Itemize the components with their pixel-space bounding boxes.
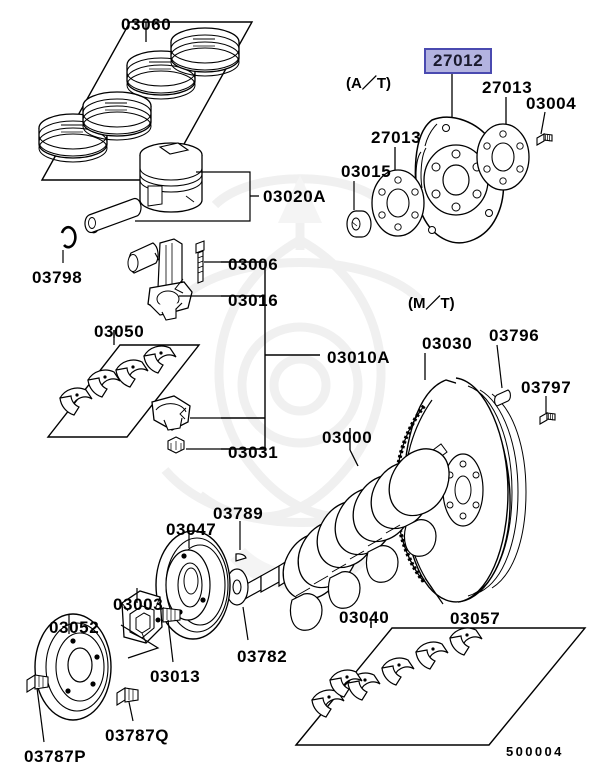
part-piston-ring-set xyxy=(38,21,254,181)
part-number-conrod-bolt[interactable]: 03006 xyxy=(228,255,279,274)
bracket-conrod-assembly xyxy=(221,261,320,450)
part-number-drive-plate[interactable]: 27012 xyxy=(424,48,493,74)
part-number-conrod-assembly[interactable]: 03010A xyxy=(327,348,391,367)
part-number-torsional-damper[interactable]: 03052 xyxy=(49,618,100,637)
part-connecting-rod xyxy=(127,238,221,321)
part-conrod-bearing-set xyxy=(46,330,201,438)
part-circlip xyxy=(60,225,77,263)
part-crank-pulley xyxy=(155,530,231,640)
transmission-label-at: (A／T) xyxy=(346,75,391,92)
part-adapter-plate-upper xyxy=(476,97,530,191)
part-crankshaft xyxy=(238,428,450,631)
part-adapter-plate-lower xyxy=(371,147,425,237)
part-number-bolt-03004[interactable]: 03004 xyxy=(526,94,577,113)
part-number-adapter-plate-upper[interactable]: 27013 xyxy=(482,78,533,97)
part-number-bolt-03787q[interactable]: 03787Q xyxy=(105,726,170,745)
part-number-dowel-pin[interactable]: 03796 xyxy=(489,326,540,345)
part-number-ring-gear[interactable]: 03057 xyxy=(450,609,501,628)
part-number-conrod-nut[interactable]: 03031 xyxy=(228,443,279,462)
part-flywheel-bolt xyxy=(539,396,556,425)
piston-pin xyxy=(84,197,142,234)
diagram-footer-code: 500004 xyxy=(506,744,564,759)
part-number-adapter-plate-lower[interactable]: 27013 xyxy=(371,128,422,147)
part-number-piston-ring-set[interactable]: 03060 xyxy=(121,15,172,34)
part-number-washer[interactable]: 03782 xyxy=(237,647,288,666)
part-washer xyxy=(225,568,249,641)
part-pilot-bushing xyxy=(346,181,372,238)
part-main-bearing-set xyxy=(294,618,587,746)
part-number-conrod-bearing-set[interactable]: 03050 xyxy=(94,322,145,341)
part-woodruff-key xyxy=(235,521,247,562)
part-number-flywheel-bolt[interactable]: 03797 xyxy=(521,378,572,397)
part-piston xyxy=(84,142,259,234)
part-number-pilot-bushing[interactable]: 03015 xyxy=(341,162,392,181)
part-conrod-cap xyxy=(151,395,221,454)
part-bolt-03787p xyxy=(26,674,49,743)
part-flywheel xyxy=(393,353,527,605)
part-number-woodruff-key[interactable]: 03789 xyxy=(213,504,264,523)
part-number-crank-pulley[interactable]: 03047 xyxy=(166,520,217,539)
part-dowel-pin xyxy=(494,344,511,407)
part-number-pulley-bolt[interactable]: 03013 xyxy=(150,667,201,686)
part-bolt-03787q xyxy=(116,687,139,722)
part-pulley-hub xyxy=(120,588,163,659)
conrod-bolt-art xyxy=(195,240,205,284)
part-torsional-damper xyxy=(34,613,112,721)
part-number-bolt-03787p[interactable]: 03787P xyxy=(24,747,87,766)
part-number-main-bearing-set[interactable]: 03040 xyxy=(339,608,390,627)
part-number-circlip[interactable]: 03798 xyxy=(32,268,83,287)
transmission-label-mt: (M／T) xyxy=(408,295,455,312)
part-number-flywheel[interactable]: 03030 xyxy=(422,334,473,353)
part-number-pulley-hub[interactable]: 03003 xyxy=(113,595,164,614)
part-number-piston[interactable]: 03020A xyxy=(263,187,327,206)
part-number-connecting-rod[interactable]: 03016 xyxy=(228,291,279,310)
part-number-crankshaft[interactable]: 03000 xyxy=(322,428,373,447)
part-bolt-03004 xyxy=(536,111,553,146)
